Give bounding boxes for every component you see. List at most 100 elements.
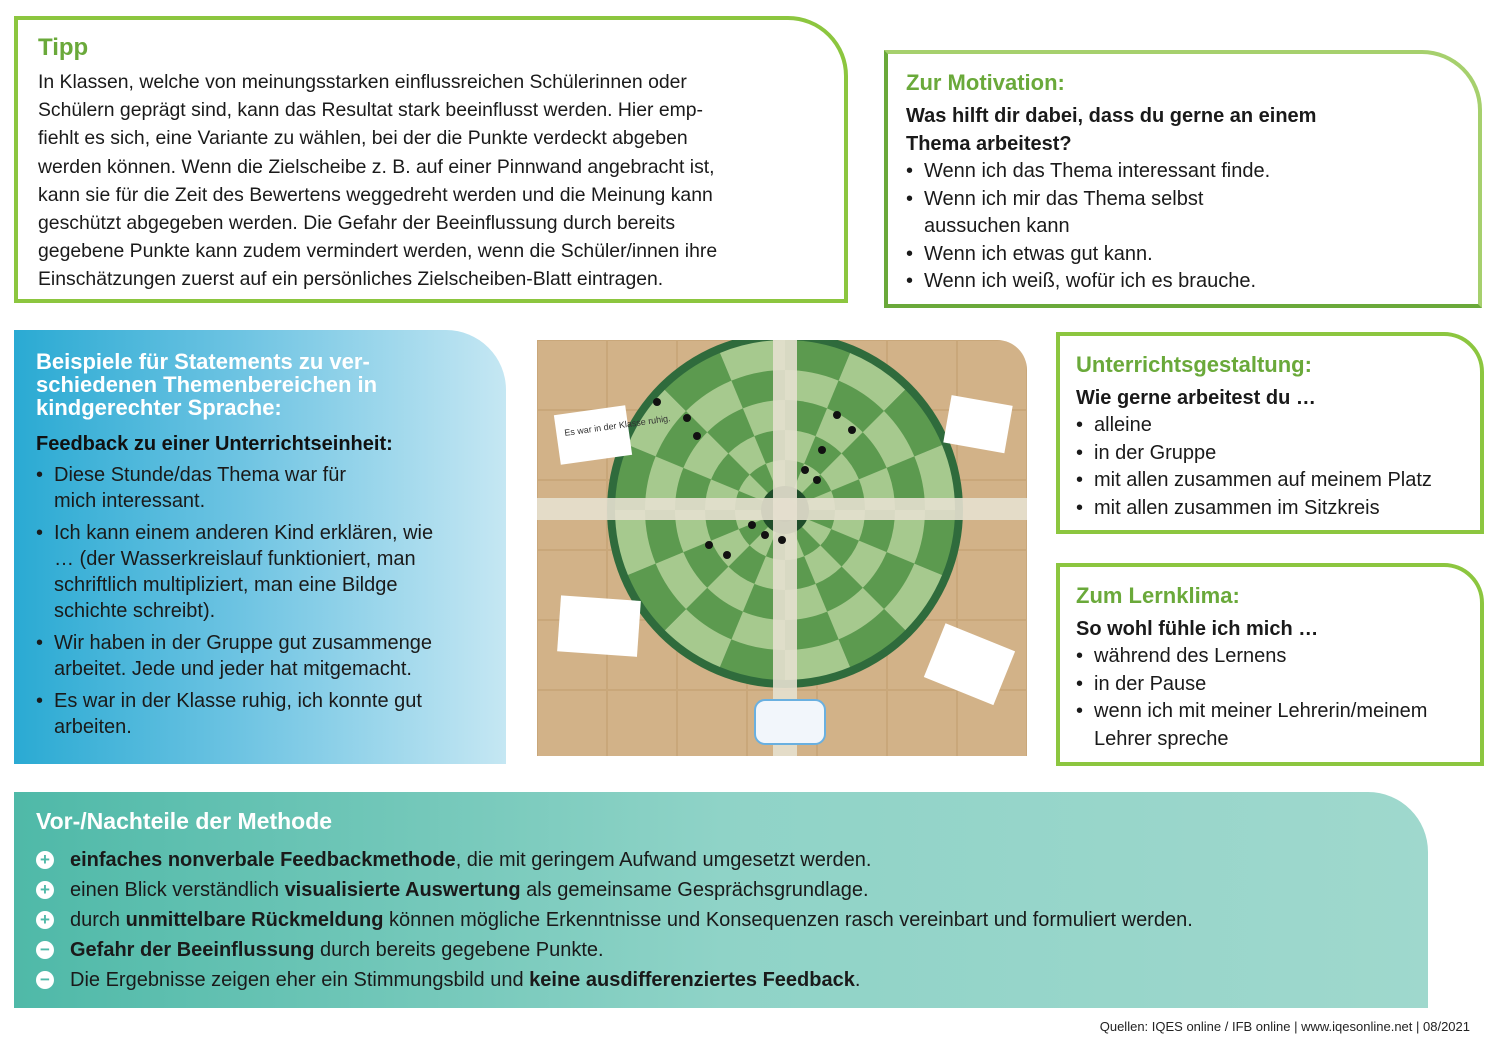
list-item: Es war in der Klasse ruhig, ich konnte g… bbox=[36, 688, 486, 740]
vor-nachteile-title: Vor-/Nachteile der Methode bbox=[36, 808, 333, 834]
target-board-illustration: Es war in der Klasse ruhig. bbox=[537, 340, 1027, 756]
tipp-box: Tipp In Klassen, welche von meinungsstar… bbox=[14, 16, 848, 303]
note-top-left: Es war in der Klasse ruhig. bbox=[553, 405, 671, 465]
title-line: kindgerechter Sprache: bbox=[36, 395, 282, 420]
item-text: durch bbox=[70, 909, 126, 931]
tape-vertical bbox=[773, 340, 797, 756]
plus-icon: + bbox=[36, 881, 54, 899]
beispiele-box: Beispiele für Statements zu ver- schiede… bbox=[14, 330, 506, 764]
item-text: einen Blick verständlich bbox=[70, 879, 285, 901]
plus-icon: + bbox=[36, 911, 54, 929]
list-item-line: aussuchen kann bbox=[924, 215, 1070, 237]
tipp-line: In Klassen, welche von meinungsstarken e… bbox=[38, 71, 687, 93]
unterricht-title: Unterrichtsgestaltung: bbox=[1076, 352, 1312, 377]
list-item-line: Wenn ich mir das Thema selbst bbox=[924, 187, 1204, 210]
beispiele-subtitle: Feedback zu einer Unterrichtseinheit: bbox=[36, 433, 393, 455]
list-item-line: arbeitet. Jede und jeder hat mitgemacht. bbox=[54, 658, 412, 680]
lernklima-box: Zum Lernklima: So wohl fühle ich mich … … bbox=[1056, 563, 1484, 766]
list-item-line: Lehrer spreche bbox=[1094, 727, 1229, 750]
pro-item: + einen Blick verständlich visualisierte … bbox=[36, 875, 1406, 905]
tipp-text: In Klassen, welche von meinungsstarken e… bbox=[38, 68, 824, 294]
item-text: . bbox=[854, 969, 861, 991]
sticker-dot bbox=[693, 432, 701, 440]
sticker-dot bbox=[748, 521, 756, 529]
motivation-question: Was hilft dir dabei, dass du gerne an ei… bbox=[906, 102, 1460, 158]
list-item-line: … (der Wasserkreislauf funktioniert, man bbox=[54, 548, 416, 570]
item-text: durch bereits gegebene Punkte. bbox=[314, 939, 604, 961]
minus-icon: − bbox=[36, 941, 54, 959]
list-item-line: arbeiten. bbox=[54, 716, 132, 738]
sticker-dot bbox=[801, 466, 809, 474]
unterricht-question: Wie gerne arbeitest du … bbox=[1076, 387, 1316, 409]
question-line: Was hilft dir dabei, dass du gerne an ei… bbox=[906, 105, 1317, 127]
list-item: alleine bbox=[1076, 412, 1464, 440]
bold-text: unmittelbare Rückmeldung bbox=[125, 909, 384, 931]
tipp-line: kann sie für die Zeit des Bewertens wegg… bbox=[38, 183, 713, 206]
sticker-dot bbox=[761, 531, 769, 539]
bold-text: einfaches nonverbale Feedbackmethode bbox=[70, 849, 456, 871]
item-text: , die mit geringem Aufwand umgesetzt wer… bbox=[455, 849, 872, 871]
tape-horizontal bbox=[537, 498, 1027, 520]
source-credit: Quellen: IQES online / IFB online | www.… bbox=[1099, 1019, 1470, 1034]
sticker-dot bbox=[818, 446, 826, 454]
tipp-line: Einschätzungen zuerst auf ein persönlich… bbox=[38, 268, 664, 291]
item-text: als gemeinsame Gesprächsgrundlage. bbox=[520, 879, 869, 901]
item-text: Die Ergebnisse zeigen eher ein Stimmungs… bbox=[70, 969, 530, 991]
list-item-line: mich interessant. bbox=[54, 490, 206, 512]
list-item: Wir haben in der Gruppe gut zusammenge a… bbox=[36, 630, 486, 682]
sticker-dot bbox=[705, 541, 713, 549]
sticker-dot bbox=[848, 426, 856, 434]
unterricht-box: Unterrichtsgestaltung: Wie gerne arbeite… bbox=[1056, 332, 1484, 534]
list-item-line: Diese Stunde/das Thema war für bbox=[54, 464, 347, 486]
motivation-title: Zur Motivation: bbox=[906, 70, 1065, 95]
list-item-line: schichte schreibt). bbox=[54, 600, 216, 622]
tipp-line: Schülern geprägt sind, kann das Resultat… bbox=[38, 99, 704, 122]
beispiele-list: Diese Stunde/das Thema war für mich inte… bbox=[36, 462, 486, 740]
lernklima-list: während des Lernens in der Pause wenn ic… bbox=[1076, 643, 1464, 753]
note-top-right bbox=[943, 395, 1013, 454]
sticker-dot bbox=[723, 551, 731, 559]
motivation-box: Zur Motivation: Was hilft dir dabei, das… bbox=[884, 50, 1482, 308]
plus-icon: + bbox=[36, 851, 54, 869]
tipp-line: geschützt abgegeben werden. Die Gefahr d… bbox=[38, 212, 676, 235]
con-item: −Gefahr der Beeinflussung durch bereits … bbox=[36, 935, 1406, 965]
unterricht-list: alleine in der Gruppe mit allen zusammen… bbox=[1076, 412, 1464, 522]
list-item: mit allen zusammen im Sitzkreis bbox=[1076, 495, 1464, 523]
title-line: schiedenen Themenbereichen in bbox=[36, 372, 378, 397]
sticker-dot bbox=[653, 398, 661, 406]
sticker-dot bbox=[833, 411, 841, 419]
note-bottom-left bbox=[557, 595, 641, 657]
list-item: Ich kann einem anderen Kind erklären, wi… bbox=[36, 520, 486, 624]
sticker-dot bbox=[778, 536, 786, 544]
list-item-line: Wir haben in der Gruppe gut zusammenge bbox=[54, 632, 432, 654]
vor-nachteile-box: Vor-/Nachteile der Methode + einfaches no… bbox=[14, 792, 1428, 1008]
minus-icon: − bbox=[36, 971, 54, 989]
list-item: wenn ich mit meiner Lehrerin/meinemLehre… bbox=[1076, 698, 1464, 753]
pro-item: +durch unmittelbare Rückmeldung können m… bbox=[36, 905, 1406, 935]
target-board-photo: Es war in der Klasse ruhig. bbox=[537, 340, 1027, 756]
bold-text: visualisierte Auswertung bbox=[284, 879, 521, 901]
list-item-line: Ich kann einem anderen Kind erklären, wi… bbox=[54, 522, 434, 544]
vor-nachteile-list: + einfaches nonverbale Feedbackmethode, d… bbox=[36, 845, 1406, 995]
beispiele-title: Beispiele für Statements zu ver- schiede… bbox=[36, 350, 486, 419]
note-bottom-center bbox=[754, 699, 826, 745]
bold-text: Gefahr der Beeinflussung bbox=[70, 939, 315, 961]
tipp-title: Tipp bbox=[38, 34, 89, 61]
pro-item: + einfaches nonverbale Feedbackmethode, d… bbox=[36, 845, 1406, 875]
list-item: Wenn ich weiß, wofür ich es brauche. bbox=[906, 268, 1460, 296]
sticker-dot bbox=[813, 476, 821, 484]
list-item: in der Gruppe bbox=[1076, 440, 1464, 468]
bold-text: keine ausdifferenziertes Feedback bbox=[529, 969, 855, 991]
list-item: während des Lernens bbox=[1076, 643, 1464, 671]
list-item: in der Pause bbox=[1076, 671, 1464, 699]
motivation-list: Wenn ich das Thema interessant finde. We… bbox=[906, 158, 1460, 296]
list-item: Wenn ich das Thema interessant finde. bbox=[906, 158, 1460, 186]
note-bottom-right bbox=[923, 623, 1016, 706]
list-item-line: schriftlich multipliziert, man eine Bild… bbox=[54, 574, 398, 596]
sticker-dot bbox=[683, 414, 691, 422]
list-item: Wenn ich etwas gut kann. bbox=[906, 241, 1460, 269]
lernklima-question: So wohl fühle ich mich … bbox=[1076, 618, 1319, 640]
list-item: mit allen zusammen auf meinem Platz bbox=[1076, 467, 1464, 495]
lernklima-title: Zum Lernklima: bbox=[1076, 583, 1240, 608]
list-item: Diese Stunde/das Thema war für mich inte… bbox=[36, 462, 486, 514]
